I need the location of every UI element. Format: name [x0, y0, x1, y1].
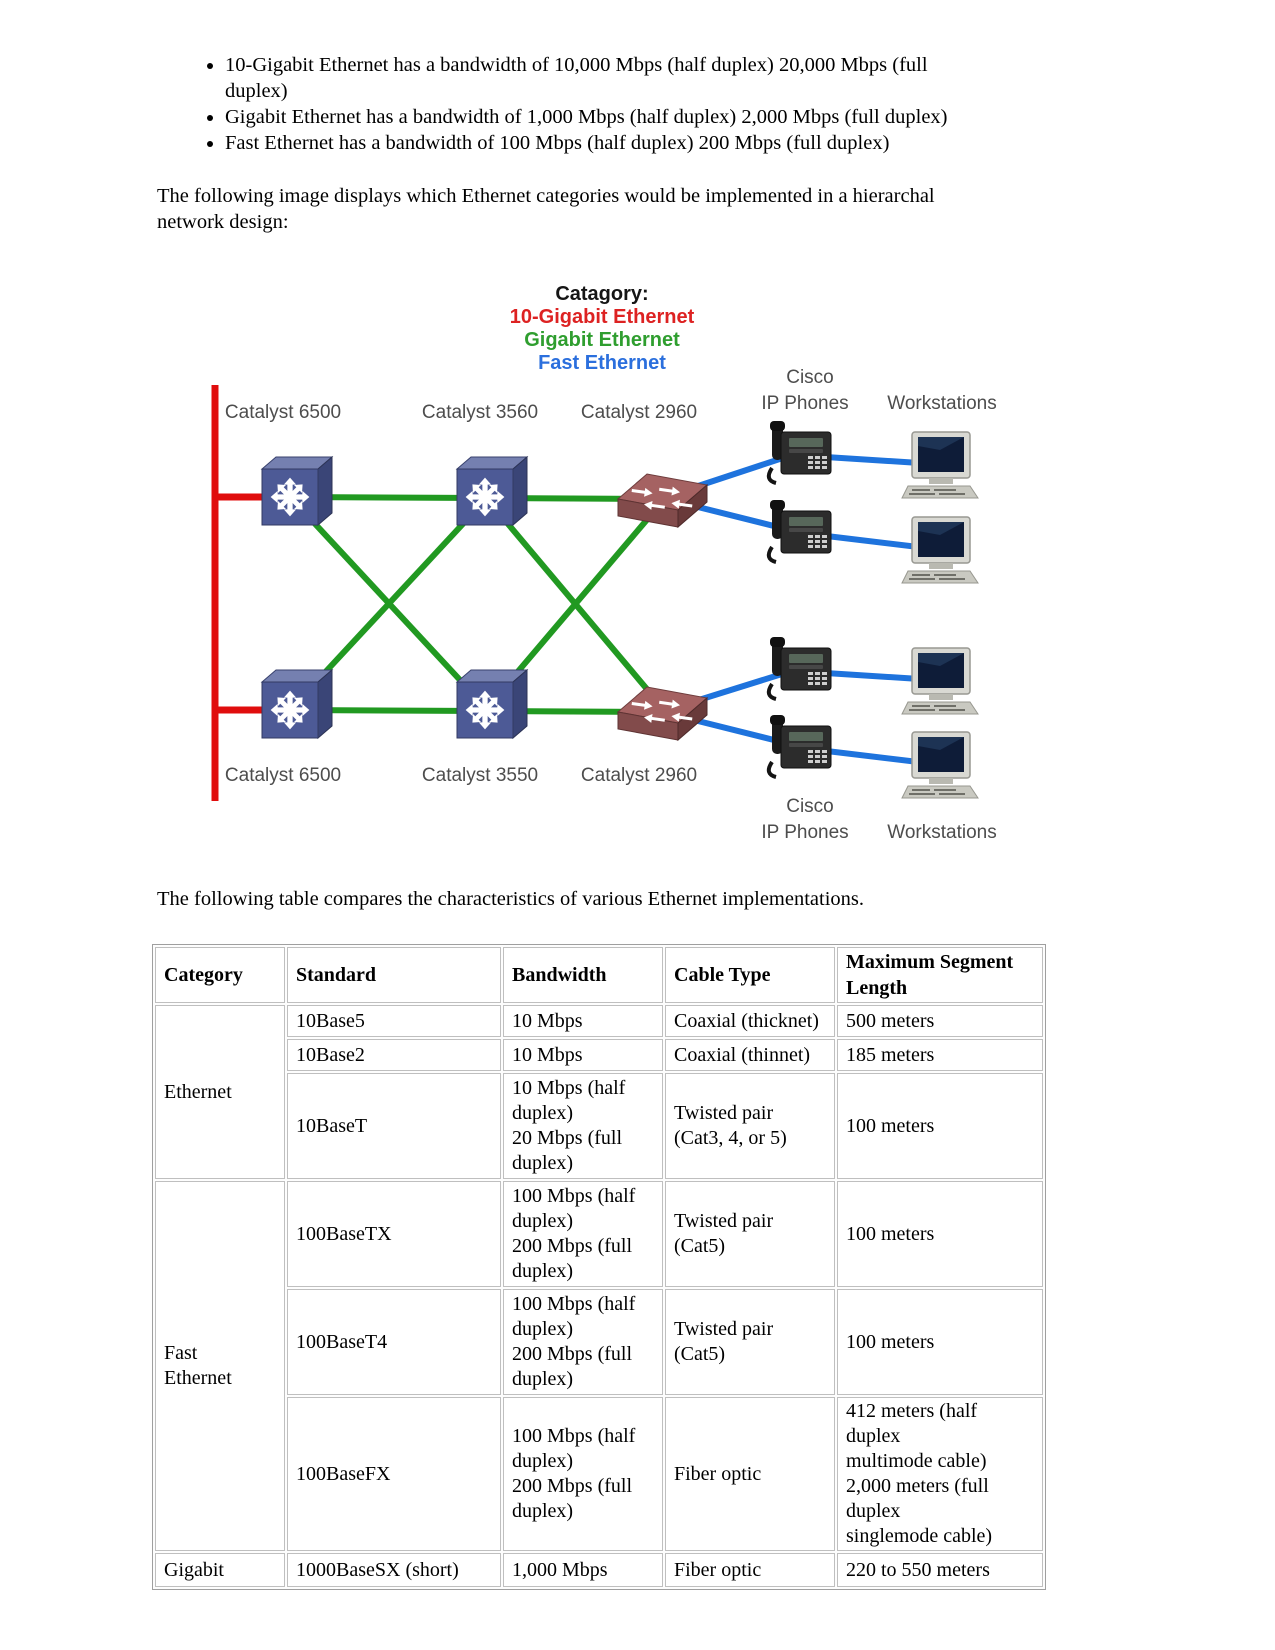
column-header-bandwidth: Bandwidth [503, 947, 663, 1003]
cell-standard: 10Base5 [287, 1005, 501, 1037]
cell-bandwidth: 10 Mbps [503, 1005, 663, 1037]
catalyst-6500-top-label: Catalyst 6500 [225, 402, 341, 423]
paragraph-table-intro: The following table compares the charact… [157, 888, 865, 910]
cell-category-ethernet: Ethernet [155, 1005, 285, 1179]
table-row: Gigabit 1000BaseSX (short) 1,000 Mbps Fi… [155, 1553, 1043, 1587]
network-topology-diagram: Catagory: 10-Gigabit Ethernet Gigabit Et… [150, 252, 1030, 848]
cell-bandwidth: 10 Mbps [503, 1039, 663, 1071]
cell-max-segment: 100 meters [837, 1073, 1043, 1179]
paragraph-image-intro: The following image displays which Ether… [157, 185, 935, 233]
cisco-label-top: Cisco [786, 367, 834, 388]
ip-phone-icon [766, 713, 833, 779]
catalyst-3550-label: Catalyst 3550 [422, 765, 538, 786]
cell-category-fast-ethernet: Fast Ethernet [155, 1181, 285, 1551]
table-row: 100BaseFX 100 Mbps (half duplex) 200 Mbp… [155, 1397, 1043, 1551]
list-item: 10-Gigabit Ethernet has a bandwidth of 1… [225, 52, 1035, 104]
cell-max-segment: 100 meters [837, 1181, 1043, 1287]
cell-standard: 100BaseFX [287, 1397, 501, 1551]
catalyst-2960-top-label: Catalyst 2960 [581, 402, 697, 423]
cell-standard: 10Base2 [287, 1039, 501, 1071]
ethernet-comparison-table: Category Standard Bandwidth Cable Type M… [152, 944, 1046, 1590]
multilayer-switch-icon [262, 670, 332, 738]
cell-cable-type: Fiber optic [665, 1397, 835, 1551]
cell-cable-type: Twisted pair (Cat5) [665, 1289, 835, 1395]
multilayer-switch-icon [262, 457, 332, 525]
cell-cable-type: Twisted pair (Cat3, 4, or 5) [665, 1073, 835, 1179]
column-header-category: Category [155, 947, 285, 1003]
table-row: Ethernet 10Base5 10 Mbps Coaxial (thickn… [155, 1005, 1043, 1179]
ip-phones-label-top: IP Phones [761, 393, 848, 414]
list-item: Gigabit Ethernet has a bandwidth of 1,00… [225, 104, 1035, 130]
cell-category-gigabit: Gigabit [155, 1553, 285, 1587]
cell-cable-type: Coaxial (thicknet) [665, 1005, 835, 1037]
cell-bandwidth: 100 Mbps (half duplex) 200 Mbps (full du… [503, 1397, 663, 1551]
diagram-canvas: Catagory: 10-Gigabit Ethernet Gigabit Et… [211, 283, 997, 843]
cell-max-segment: 220 to 550 meters [837, 1553, 1043, 1587]
catalyst-6500-bottom-label: Catalyst 6500 [225, 765, 341, 786]
cell-bandwidth: 10 Mbps (half duplex) 20 Mbps (full dupl… [503, 1073, 663, 1179]
cell-standard: 1000BaseSX (short) [287, 1553, 501, 1587]
table-row: 10BaseT 10 Mbps (half duplex) 20 Mbps (f… [155, 1073, 1043, 1179]
cell-max-segment: 100 meters [837, 1289, 1043, 1395]
cell-bandwidth: 100 Mbps (half duplex) 200 Mbps (full du… [503, 1289, 663, 1395]
cell-bandwidth: 1,000 Mbps [503, 1553, 663, 1587]
cell-standard: 100BaseT4 [287, 1289, 501, 1395]
cisco-label-bottom: Cisco [786, 796, 834, 817]
column-header-max-segment: Maximum Segment Length [837, 947, 1043, 1003]
access-switch-icon [617, 473, 708, 528]
cell-bandwidth: 100 Mbps (half duplex) 200 Mbps (full du… [503, 1181, 663, 1287]
cell-cable-type: Coaxial (thinnet) [665, 1039, 835, 1071]
ip-phone-icon [766, 635, 833, 701]
table-row: 10Base2 10 Mbps Coaxial (thinnet) 185 me… [155, 1039, 1043, 1071]
table-row: 100BaseT4 100 Mbps (half duplex) 200 Mbp… [155, 1289, 1043, 1395]
table-header-row: Category Standard Bandwidth Cable Type M… [155, 947, 1043, 1003]
legend-item-10gigabit: 10-Gigabit Ethernet [510, 306, 695, 328]
cell-cable-type: Twisted pair (Cat5) [665, 1181, 835, 1287]
ip-phone-icon [766, 419, 833, 485]
catalyst-3560-label: Catalyst 3560 [422, 402, 538, 423]
workstation-icon [901, 647, 979, 715]
cell-cable-type: Fiber optic [665, 1553, 835, 1587]
ten-gigabit-backbone [211, 385, 270, 801]
workstations-label-bottom: Workstations [887, 822, 996, 843]
legend-title: Catagory: [555, 283, 648, 305]
cell-max-segment: 412 meters (half duplex multimode cable)… [837, 1397, 1043, 1551]
multilayer-switch-icon [457, 670, 527, 738]
workstations-label-top: Workstations [887, 393, 996, 414]
list-item: Fast Ethernet has a bandwidth of 100 Mbp… [225, 130, 1035, 156]
bullet-list: 10-Gigabit Ethernet has a bandwidth of 1… [225, 52, 1035, 156]
catalyst-2960-bottom-label: Catalyst 2960 [581, 765, 697, 786]
cell-standard: 100BaseTX [287, 1181, 501, 1287]
column-header-cable-type: Cable Type [665, 947, 835, 1003]
workstation-icon [901, 516, 979, 584]
access-switch-icon [617, 686, 708, 741]
ip-phones-label-bottom: IP Phones [761, 822, 848, 843]
legend-item-fast: Fast Ethernet [538, 352, 666, 374]
legend-item-gigabit: Gigabit Ethernet [524, 329, 680, 351]
column-header-standard: Standard [287, 947, 501, 1003]
multilayer-switch-icon [457, 457, 527, 525]
fast-ethernet-links [685, 450, 936, 767]
ip-phone-icon [766, 498, 833, 564]
cell-max-segment: 185 meters [837, 1039, 1043, 1071]
table-row: Fast Ethernet 100BaseTX 100 Mbps (half d… [155, 1181, 1043, 1551]
cell-standard: 10BaseT [287, 1073, 501, 1179]
workstation-icon [901, 431, 979, 499]
cell-max-segment: 500 meters [837, 1005, 1043, 1037]
workstation-icon [901, 731, 979, 799]
